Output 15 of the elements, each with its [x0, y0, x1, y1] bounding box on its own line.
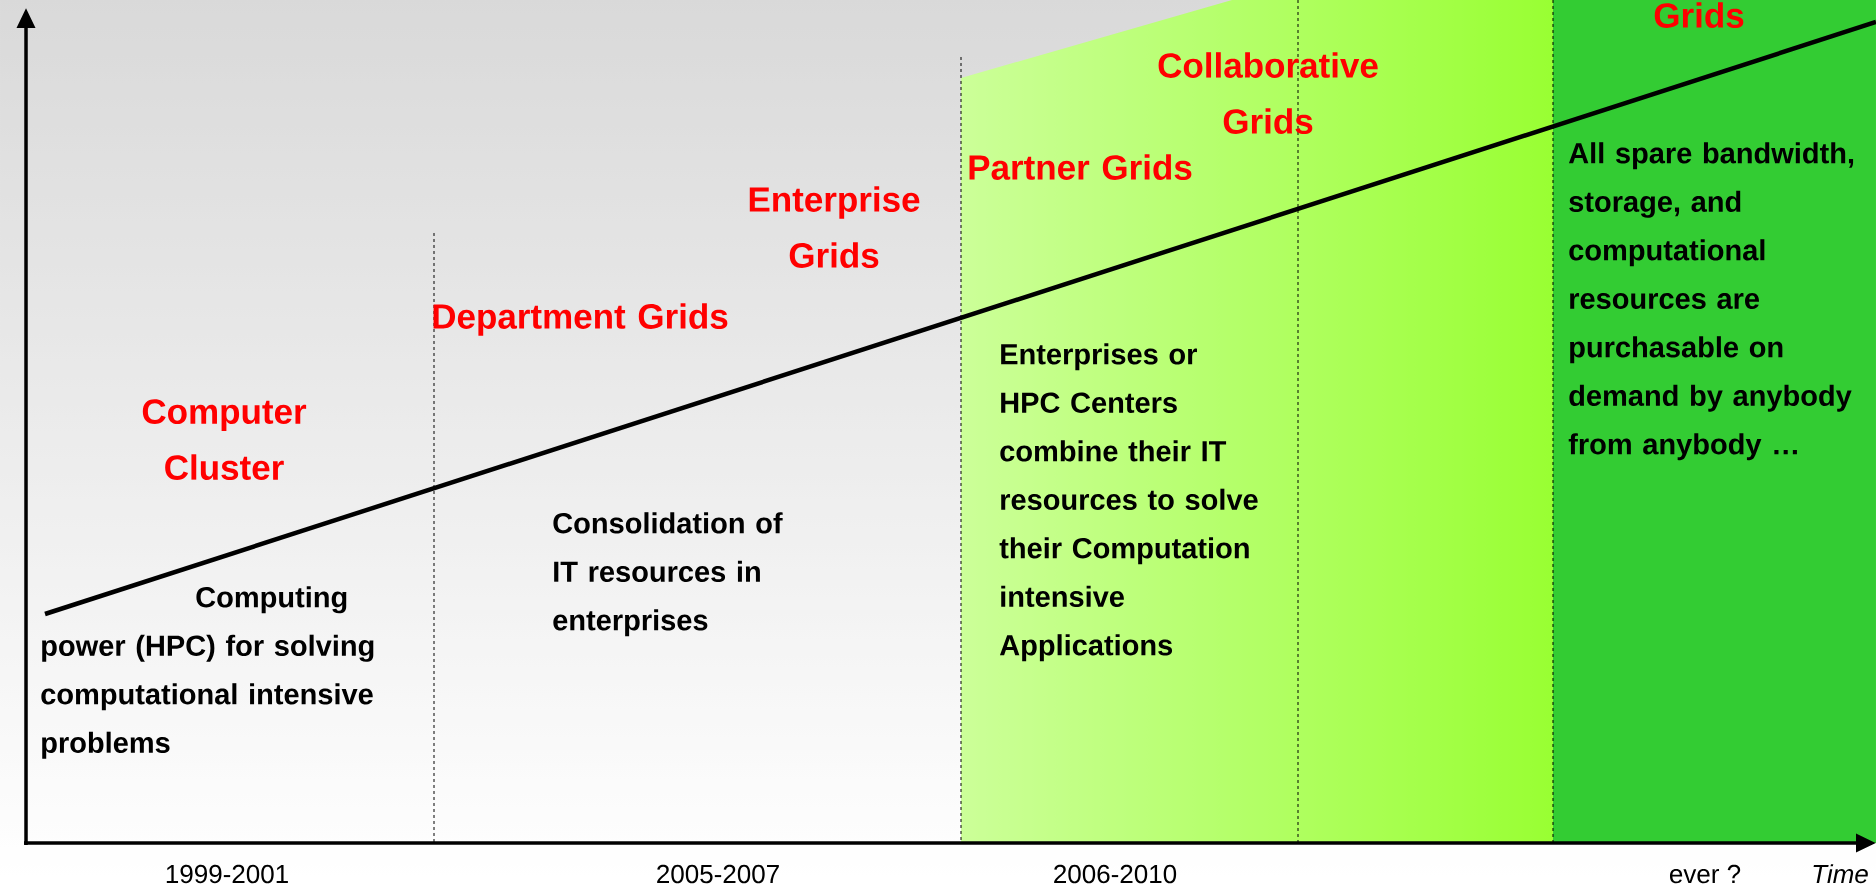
description-text: Enterprises or HPC Centers combine their IT resources to solve their Computation intensive Applications [999, 343, 1258, 662]
period-label: 1999-2001 [166, 864, 288, 884]
heading: Department Grids [433, 303, 728, 336]
period-label: 2005-2007 [657, 864, 779, 884]
period-label: 2006-2010 [1054, 864, 1177, 884]
heading: Partner Grids [969, 154, 1192, 180]
description-text: Computing power (HPC) for solving computational intensive problems [41, 586, 374, 759]
period-label: ever ? [1670, 864, 1741, 884]
description-text: All spare bandwidth, storage, and computational resources are purchasable on demand by anybody from anybody … [1568, 142, 1854, 461]
description-text: Consolidation of IT resources in enterprises [553, 512, 783, 637]
heading: Enterprise Grids [749, 186, 920, 268]
heading: Grids [1654, 2, 1744, 28]
heading: Computer Cluster [142, 399, 307, 480]
axis-title: Time [1813, 864, 1868, 884]
heading: Collaborative Grids [1158, 52, 1378, 134]
